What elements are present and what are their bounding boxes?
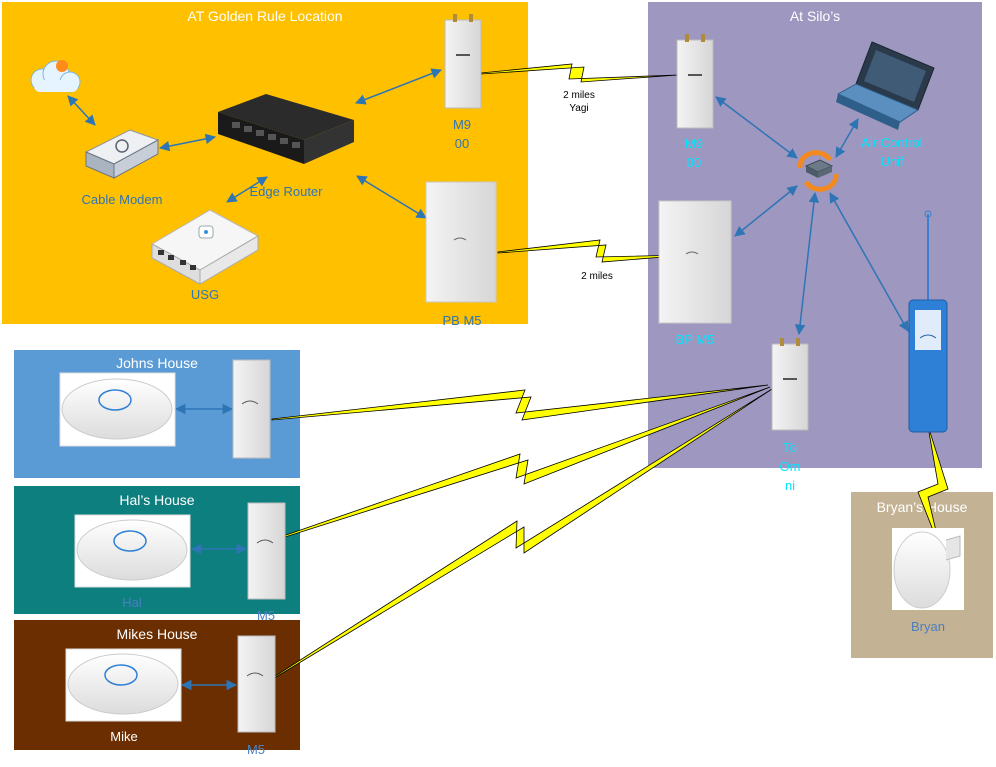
link-yagi-bolt [480,63,679,83]
pb-m5-panel-icon [425,181,497,303]
silo-connectors [715,96,909,336]
johns-house-title: Johns House [116,355,198,371]
edge-router-label: Edge Router [249,184,323,199]
hals-house-title: Hal’s House [119,492,195,508]
link-johns-bolt [271,384,769,421]
hal-m5-radio-icon [247,502,286,600]
link-bryan-bolt [917,431,949,549]
bryan-dish-icon [892,528,964,610]
hal-m5-label: M5 [256,608,276,623]
mikes-house-title: Mikes House [116,626,198,642]
silo-title: At Silo’s [789,8,841,24]
link-mikes-bolt [265,388,773,684]
to-omni-label-3: ni [784,478,796,493]
mike-access-point-icon [65,648,182,722]
golden-rule-title: AT Golden Rule Location [187,8,343,24]
laptop-icon [836,41,935,130]
pb-link-label: 2 miles [581,271,613,282]
to-omni-radio-icon [771,338,809,431]
house-connectors [174,403,248,691]
bp-m5-label: BP M5 [675,332,715,347]
m900-right-label-2: 00 [686,155,702,170]
cable-modem-label: Cable Modem [81,192,163,207]
mike-m5-radio-icon [237,635,276,733]
pb-m5-label: PB M5 [442,313,482,328]
bryan-label: Bryan [911,619,945,634]
air-control-label-1: Air Control [861,135,923,150]
edge-router-icon [218,94,354,164]
johns-m5-radio-icon [232,359,271,459]
hal-access-point-icon [74,514,191,588]
mike-m5-label: M5 [246,742,266,757]
usg-icon [150,209,260,285]
johns-access-point-icon [59,372,176,447]
wireless-links [262,63,949,684]
usg-label: USG [190,287,220,302]
switch-icon [797,150,839,192]
m900-right-label-1: M9 [684,136,704,151]
bp-m5-panel-icon [658,200,732,324]
to-omni-label-1: To [783,440,797,455]
omni-antenna-icon [908,210,948,433]
to-omni-label-2: Om [779,459,801,474]
golden-connectors [67,68,442,219]
mike-label: Mike [110,729,138,744]
m900-left-label-1: M9 [452,117,472,132]
link-pb-bolt [497,239,689,263]
yagi-link-label-2: Yagi [569,103,589,114]
m900-left-label-2: 00 [454,136,470,151]
link-hals-bolt [262,386,771,545]
air-control-label-2: Unif [880,154,904,169]
bryans-house-title: Bryan’s House [876,499,968,515]
cable-modem-icon [84,129,160,179]
cloud-icon [30,60,81,93]
hal-label: Hal [122,595,142,610]
m900-left-radio-icon [444,14,482,109]
yagi-link-label-1: 2 miles [563,90,595,101]
m900-right-radio-icon [676,34,714,129]
